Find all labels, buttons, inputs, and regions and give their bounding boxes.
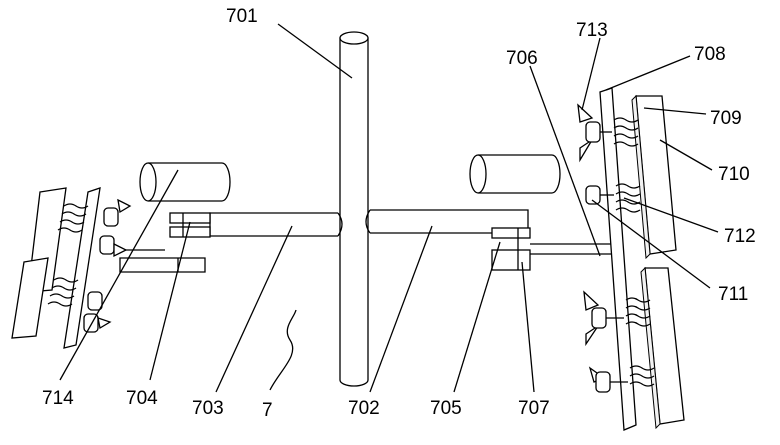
label-706: 706 xyxy=(506,48,538,69)
right-cylinder xyxy=(469,154,561,194)
vertical-shaft xyxy=(339,31,369,387)
label-710: 710 xyxy=(718,164,750,185)
left-connecting-rod xyxy=(119,249,206,273)
left-arm xyxy=(209,212,343,237)
right-springs xyxy=(613,117,655,387)
label-708: 708 xyxy=(694,44,726,65)
label-705: 705 xyxy=(430,398,462,419)
left-pressing-pad-lower xyxy=(11,257,49,339)
label-702: 702 xyxy=(348,398,380,419)
label-714: 714 xyxy=(42,388,74,409)
right-pressing-pad-upper xyxy=(631,94,677,260)
label-704: 704 xyxy=(126,388,158,409)
label-701: 701 xyxy=(226,6,258,27)
right-wing-bolts xyxy=(577,103,628,393)
label-711: 711 xyxy=(718,284,748,305)
left-springs xyxy=(47,203,89,307)
right-arm xyxy=(365,209,529,234)
reference-labels: 701 713 708 706 709 710 712 711 714 704 … xyxy=(42,6,756,421)
left-slot-blocks xyxy=(169,212,211,238)
leader-lines xyxy=(59,23,719,393)
label-713: 713 xyxy=(576,20,608,41)
label-7: 7 xyxy=(262,400,273,421)
label-712: 712 xyxy=(724,226,756,247)
right-slot-blocks xyxy=(491,227,531,271)
left-mount-plate xyxy=(63,187,101,349)
right-connecting-rod xyxy=(530,243,612,255)
label-707: 707 xyxy=(518,398,550,419)
label-703: 703 xyxy=(192,398,224,419)
right-pressing-pad-lower xyxy=(640,266,685,430)
label-709: 709 xyxy=(710,108,742,129)
left-cylinder xyxy=(139,162,231,202)
